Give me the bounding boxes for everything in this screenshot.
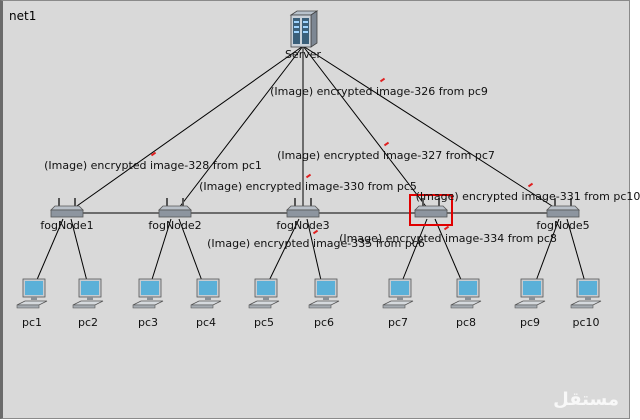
router-icon [414, 198, 448, 218]
link-fog5-pc10 [566, 218, 588, 290]
pc-label: pc9 [519, 316, 541, 329]
computer-icon [132, 278, 164, 309]
fog-node-label: fogNode3 [276, 219, 330, 232]
watermark-logo: مستقل [553, 389, 619, 410]
link-fog4-pc8 [434, 218, 466, 290]
pc-label: pc6 [313, 316, 335, 329]
pc-label: pc5 [253, 316, 275, 329]
link-fog3-pc5 [264, 218, 300, 290]
fog-node-label: fogNode1 [40, 219, 94, 232]
message-label-335: (Image) encrypted image-335 from pc6 [207, 237, 425, 250]
server-icon [289, 10, 319, 48]
fog-node-1[interactable]: fogNode1 [40, 196, 94, 232]
fog-node-label: fogNode2 [148, 219, 202, 232]
computer-icon [248, 278, 280, 309]
computer-icon [570, 278, 602, 309]
pc-node-1[interactable]: pc1 [15, 277, 49, 329]
computer-icon [16, 278, 48, 309]
pc-node-4[interactable]: pc4 [189, 277, 223, 329]
pc-node-8[interactable]: pc8 [449, 277, 483, 329]
message-label-328: (Image) encrypted image-328 from pc1 [44, 159, 262, 172]
pc-node-7[interactable]: pc7 [381, 277, 415, 329]
link-fog5-pc9 [532, 218, 560, 290]
pc-label: pc8 [455, 316, 477, 329]
pc-node-9[interactable]: pc9 [513, 277, 547, 329]
pc-label: pc4 [195, 316, 217, 329]
pc-label: pc7 [387, 316, 409, 329]
network-title: net1 [9, 9, 37, 23]
link-server-fog1 [66, 45, 304, 214]
computer-icon [382, 278, 414, 309]
pc-node-5[interactable]: pc5 [247, 277, 281, 329]
fog-node-4[interactable] [409, 196, 453, 220]
pc-label: pc10 [572, 316, 600, 329]
link-server-fog4 [302, 45, 432, 214]
link-fog2-pc3 [148, 218, 172, 290]
message-label-334: (Image) encrypted image-334 from pc8 [339, 232, 557, 245]
computer-icon [308, 278, 340, 309]
link-fog1-pc2 [70, 218, 90, 290]
link-fog4-pc7 [398, 218, 428, 290]
pc-label: pc1 [21, 316, 43, 329]
message-label-330: (Image) encrypted image-330 from pc5 [199, 180, 417, 193]
fog-node-5[interactable]: fogNode5 [536, 196, 590, 232]
pc-label: pc2 [77, 316, 99, 329]
router-icon [50, 198, 84, 218]
router-icon [158, 198, 192, 218]
pc-node-2[interactable]: pc2 [71, 277, 105, 329]
message-label-331: (Image) encrypted image-331 from pc10 [415, 190, 640, 203]
computer-icon [450, 278, 482, 309]
message-label-326: (Image) encrypted image-326 from pc9 [270, 85, 488, 98]
pc-label: pc3 [137, 316, 159, 329]
fog-node-2[interactable]: fogNode2 [148, 196, 202, 232]
computer-icon [72, 278, 104, 309]
link-fog3-pc6 [306, 218, 324, 290]
router-icon [546, 198, 580, 218]
pc-node-10[interactable]: pc10 [569, 277, 603, 329]
server-label: Server [284, 48, 322, 61]
server-node[interactable]: Server [283, 9, 323, 61]
fog-node-3[interactable]: fogNode3 [276, 196, 330, 232]
computer-icon [514, 278, 546, 309]
router-icon [286, 198, 320, 218]
pc-node-3[interactable]: pc3 [131, 277, 165, 329]
link-server-fog5 [302, 45, 564, 214]
selection-highlight [409, 194, 453, 226]
link-server-fog2 [174, 45, 304, 214]
fog-node-label: fogNode5 [536, 219, 590, 232]
pc-node-6[interactable]: pc6 [307, 277, 341, 329]
message-label-327: (Image) encrypted image-327 from pc7 [277, 149, 495, 162]
link-fog1-pc1 [32, 218, 64, 290]
computer-icon [190, 278, 222, 309]
link-fog2-pc4 [178, 218, 206, 290]
